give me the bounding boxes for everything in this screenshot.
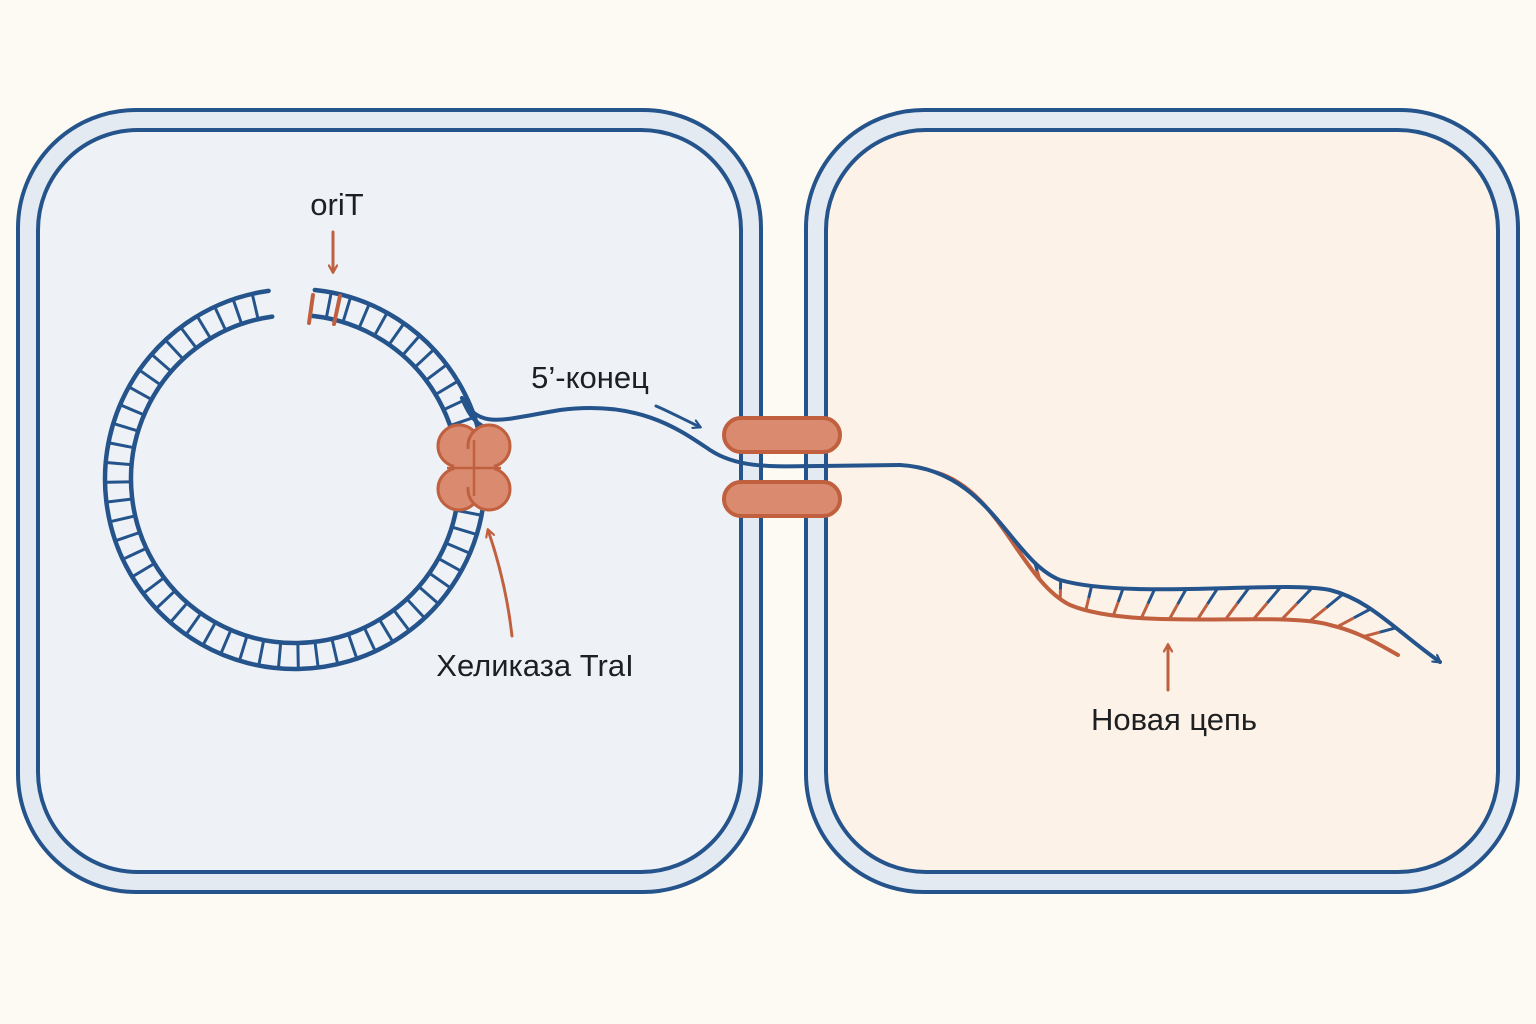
base-pair-tick bbox=[123, 547, 146, 560]
base-pair-tick bbox=[342, 298, 352, 321]
duplex-tick-template bbox=[1176, 588, 1188, 605]
recipient-cell bbox=[804, 108, 1520, 894]
duplex-tick-template bbox=[1295, 586, 1314, 605]
orit-nick-mark-left bbox=[307, 293, 315, 325]
base-pair-tick bbox=[426, 364, 447, 381]
base-pair-tick bbox=[407, 599, 425, 618]
base-pair-tick bbox=[180, 327, 197, 348]
base-pair-tick bbox=[358, 305, 370, 327]
base-pair-tick bbox=[313, 643, 320, 666]
base-pair-tick bbox=[251, 295, 260, 318]
membrane-channel-icon bbox=[722, 416, 842, 518]
base-pair-tick bbox=[121, 404, 143, 416]
base-pair-tick bbox=[419, 586, 438, 604]
duplex-tick-new bbox=[1336, 616, 1355, 629]
base-pair-tick bbox=[156, 591, 175, 609]
base-pair-tick bbox=[238, 637, 248, 660]
base-pair-tick bbox=[140, 369, 160, 386]
base-pair-tick bbox=[110, 441, 133, 449]
duplex-tick-new bbox=[1084, 597, 1091, 611]
duplex-tick-template bbox=[1379, 626, 1397, 634]
base-pair-tick bbox=[439, 558, 461, 572]
duplex-tick-new bbox=[1196, 603, 1209, 621]
base-pair-tick bbox=[430, 572, 450, 589]
base-pair-tick bbox=[185, 614, 202, 634]
base-pair-tick bbox=[232, 300, 243, 323]
base-pair-tick bbox=[447, 542, 469, 554]
base-pair-tick bbox=[363, 628, 376, 651]
base-pair-tick bbox=[374, 313, 388, 335]
five-prime-end-label: 5’-конец bbox=[531, 360, 649, 395]
duplex-tick-new bbox=[1139, 603, 1150, 619]
new-strand-label: Новая цепь bbox=[1091, 702, 1257, 737]
base-pair-tick bbox=[347, 635, 358, 658]
base-pair-tick bbox=[393, 610, 410, 631]
base-pair-tick bbox=[325, 294, 333, 317]
base-pair-tick bbox=[402, 336, 420, 355]
orit-nick-mark-right bbox=[332, 294, 342, 326]
clover-protein-icon bbox=[436, 423, 512, 512]
base-pair-tick bbox=[436, 380, 457, 395]
base-pair-tick bbox=[114, 422, 137, 432]
base-pair-tick bbox=[202, 623, 216, 645]
base-pair-tick bbox=[170, 603, 188, 622]
duplex-tick-new bbox=[1280, 602, 1299, 621]
base-pair-tick bbox=[457, 509, 480, 517]
base-pair-tick bbox=[330, 640, 339, 663]
transferred-single-strand bbox=[460, 396, 902, 469]
base-pair-tick bbox=[111, 514, 134, 523]
donor-cell bbox=[16, 108, 763, 894]
duplex-tick-template bbox=[1116, 588, 1125, 603]
duplex-tick-new bbox=[1252, 602, 1269, 621]
base-pair-tick bbox=[196, 317, 211, 338]
duplex-tick-new bbox=[1308, 606, 1328, 623]
duplex-tick-new bbox=[1224, 602, 1239, 621]
base-pair-tick bbox=[116, 531, 139, 542]
orit-label: oriT bbox=[310, 187, 363, 222]
base-pair-tick bbox=[165, 340, 183, 359]
duplex-tick-template bbox=[1206, 587, 1219, 605]
duplex-tick-template bbox=[1236, 586, 1251, 605]
base-pair-tick bbox=[143, 577, 164, 594]
five-prime-pointer-arrow bbox=[654, 404, 700, 427]
duplex-tick-template bbox=[1325, 592, 1344, 609]
base-pair-tick bbox=[379, 620, 394, 641]
duplex-tick-template bbox=[1087, 585, 1094, 599]
base-pair-tick bbox=[453, 526, 476, 536]
base-pair-tick bbox=[277, 644, 283, 667]
duplex-tick-new bbox=[1111, 601, 1120, 617]
duplex-tick-template bbox=[1353, 607, 1372, 620]
duplex-tick-new bbox=[1168, 603, 1180, 621]
duplex-tick-template bbox=[1266, 586, 1282, 605]
base-pair-tick bbox=[214, 307, 227, 330]
base-pair-tick bbox=[108, 497, 131, 504]
base-pair-tick bbox=[257, 641, 265, 664]
base-pair-tick bbox=[152, 354, 171, 372]
base-pair-tick bbox=[415, 349, 434, 367]
helicase-label: Хеликаза TraI bbox=[436, 648, 633, 683]
base-pair-tick bbox=[388, 324, 405, 344]
base-pair-tick bbox=[133, 563, 154, 578]
duplex-tick-template bbox=[1146, 588, 1156, 605]
base-pair-tick bbox=[451, 416, 474, 427]
recipient-duplex bbox=[898, 463, 1442, 664]
helicase-pointer-arrow bbox=[488, 530, 514, 638]
base-pair-tick bbox=[129, 386, 151, 400]
base-pair-tick bbox=[220, 631, 232, 653]
base-pair-tick bbox=[107, 461, 130, 467]
